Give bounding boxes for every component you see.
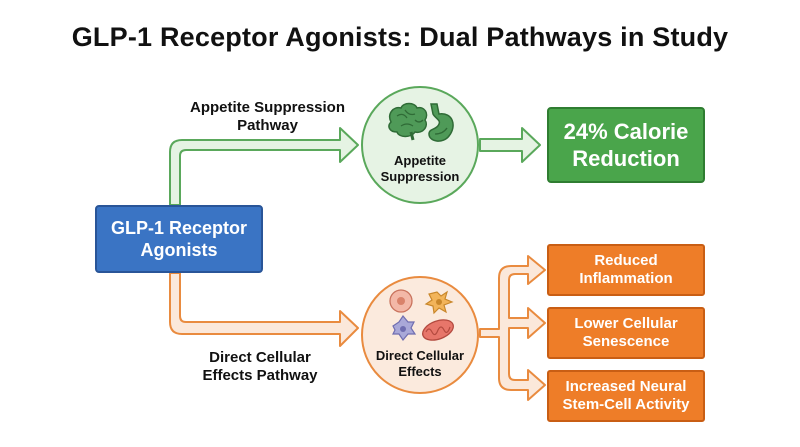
calorie-line2: Reduction	[572, 146, 680, 171]
appetite-pathway-label: Appetite Suppression Pathway	[180, 99, 355, 135]
neural-stem-cell-outcome: Increased Neural Stem-Cell Activity	[547, 370, 705, 422]
cellular-pathway-label-line2: Effects Pathway	[202, 367, 318, 384]
outcome-branch-arrows	[479, 255, 546, 401]
reduced-inflammation-outcome: Reduced Inflammation	[547, 244, 705, 296]
direct-cellular-effects-node: Direct Cellular Effects	[361, 276, 479, 394]
cellular-pathway-arrow	[169, 272, 359, 347]
source-label-line1: GLP-1 Receptor	[110, 218, 248, 238]
glp1-agonists-node: GLP-1 Receptor Agonists	[95, 205, 263, 273]
diagram-title: GLP-1 Receptor Agonists: Dual Pathways i…	[71, 22, 729, 52]
appetite-node-line1: Appetite	[394, 153, 446, 168]
cellular-node-line1: Direct Cellular	[375, 348, 465, 363]
cellular-pathway-label-line1: Direct Cellular	[209, 349, 311, 366]
appetite-pathway-label-line2: Pathway	[237, 117, 298, 134]
appetite-pathway-label-line1: Appetite Suppression	[189, 99, 346, 116]
senescence-line2: Senescence	[582, 333, 670, 350]
senescence-line1: Lower Cellular	[574, 315, 678, 332]
calorie-arrow	[479, 127, 541, 163]
calorie-line1: 24% Calorie	[563, 119, 689, 144]
cellular-node-label: Direct Cellular Effects	[363, 348, 477, 380]
appetite-node-label: Appetite Suppression	[363, 153, 477, 185]
neural-line2: Stem-Cell Activity	[562, 396, 690, 413]
inflammation-line2: Inflammation	[579, 270, 673, 287]
appetite-pathway-arrow	[169, 127, 359, 206]
lower-senescence-outcome: Lower Cellular Senescence	[547, 307, 705, 359]
cell-icon	[389, 289, 413, 313]
inflammation-line1: Reduced	[594, 252, 658, 269]
appetite-suppression-node: Appetite Suppression	[361, 86, 479, 204]
stomach-icon	[428, 103, 454, 142]
calorie-reduction-outcome: 24% Calorie Reduction	[547, 107, 705, 183]
brain-icon	[388, 102, 428, 141]
source-label-line2: Agonists	[140, 240, 218, 260]
cellular-pathway-label: Direct Cellular Effects Pathway	[185, 349, 335, 385]
neuron-icon	[424, 290, 454, 315]
immune-cell-icon	[392, 314, 417, 342]
neural-line1: Increased Neural	[565, 378, 687, 395]
mitochondrion-icon	[422, 319, 454, 341]
appetite-node-line2: Suppression	[380, 169, 460, 184]
cellular-node-line2: Effects	[398, 364, 442, 379]
